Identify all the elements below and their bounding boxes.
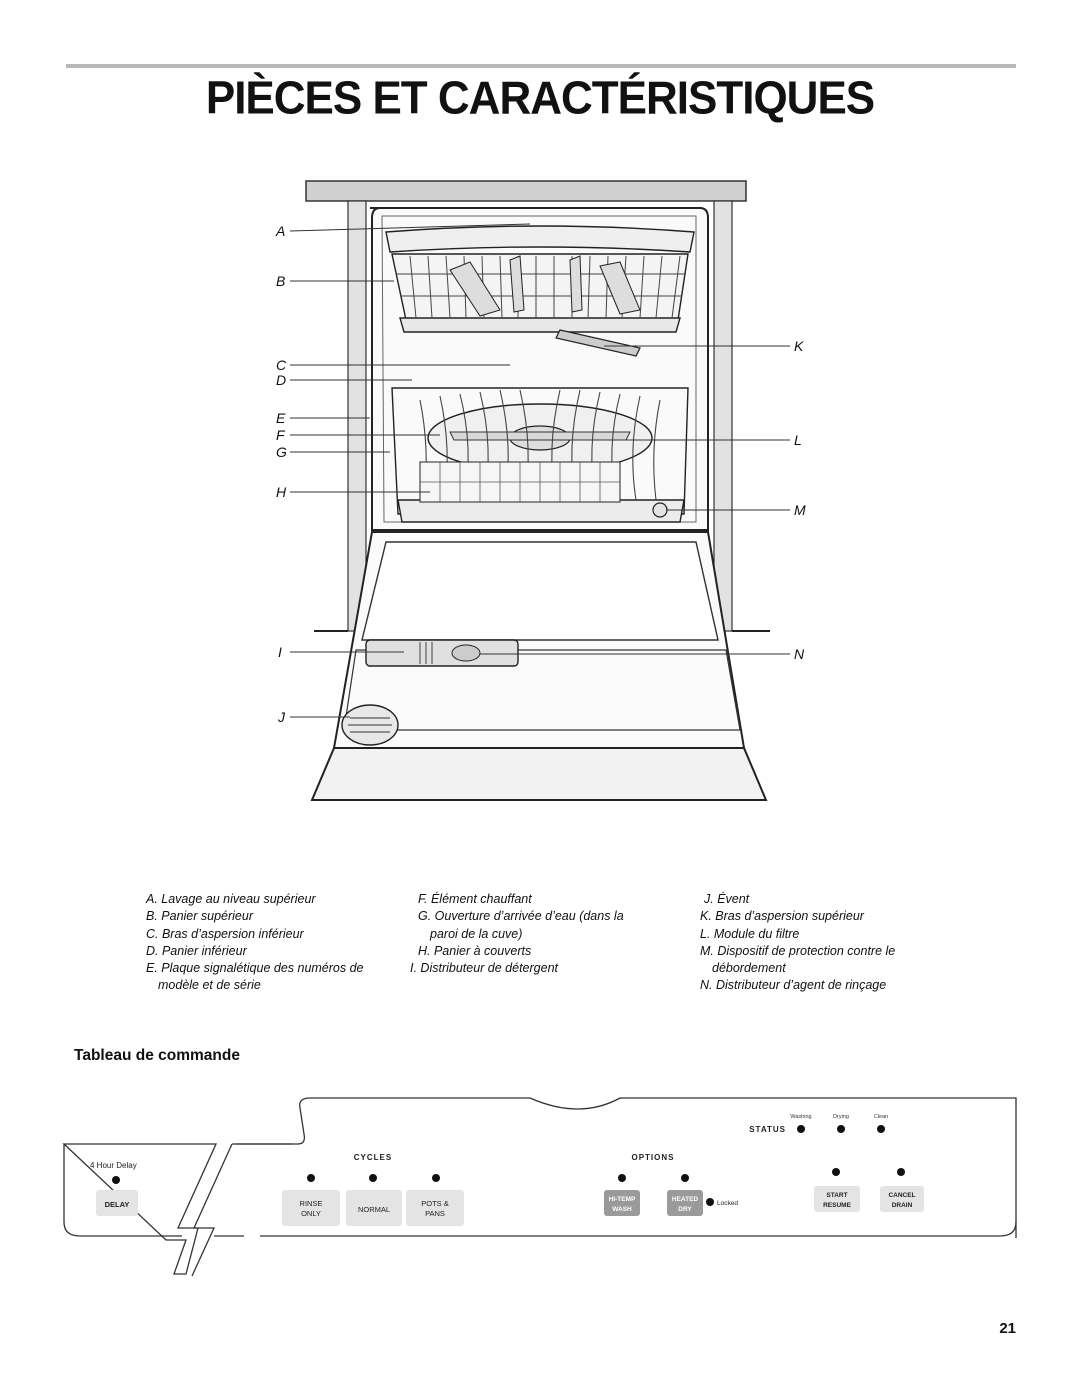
pots-indicator bbox=[432, 1174, 440, 1182]
status-washing-light bbox=[797, 1125, 805, 1133]
legend-item-c: C. Bras d’aspersion inférieur bbox=[146, 926, 304, 941]
page-title: PIÈCES ET CARACTÉRISTIQUES bbox=[205, 72, 875, 125]
hi-temp-wash-button[interactable] bbox=[604, 1190, 640, 1216]
callout-m: M bbox=[794, 502, 806, 518]
normal-indicator bbox=[369, 1174, 377, 1182]
cycles-heading: CYCLES bbox=[354, 1153, 392, 1162]
pots-pans-button[interactable] bbox=[406, 1190, 464, 1226]
locked-label: Locked bbox=[717, 1200, 738, 1207]
legend-item-n: N. Distributeur d’agent de rinçage bbox=[700, 978, 887, 993]
dishwasher-diagram: A B C D E F G H I J K L M N bbox=[275, 180, 806, 801]
legend-item-i: I. Distributeur de détergent bbox=[410, 961, 558, 976]
legend-item-m: M. Dispositif de protection contre le dé… bbox=[700, 943, 896, 976]
rinse-only-button[interactable] bbox=[282, 1190, 340, 1226]
callout-j: J bbox=[277, 709, 286, 725]
legend-item-f: F. Élément chauffant bbox=[418, 892, 532, 906]
start-label-2: RESUME bbox=[823, 1202, 851, 1209]
delay-button-label: DELAY bbox=[105, 1200, 130, 1209]
cancel-indicator bbox=[897, 1168, 905, 1176]
legend-col-1: A. Lavage au niveau supérieur B. Panier … bbox=[146, 891, 386, 995]
options-heading: OPTIONS bbox=[631, 1153, 674, 1162]
rinse-label-1: RINSE bbox=[300, 1199, 323, 1208]
callout-g: G bbox=[276, 444, 287, 460]
legend-item-l: L. Module du filtre bbox=[700, 926, 800, 941]
legend-item-g: G. Ouverture d’arrivée d’eau (dans la pa… bbox=[418, 909, 624, 941]
callout-a: A bbox=[275, 223, 285, 239]
normal-button[interactable] bbox=[346, 1190, 402, 1226]
control-panel-illustration: 4 Hour Delay DELAY CYCLES RINSE ONLY NOR… bbox=[62, 1097, 1017, 1277]
callout-k: K bbox=[794, 338, 804, 354]
heated-indicator bbox=[681, 1174, 689, 1182]
section-title: Tableau de commande bbox=[74, 1047, 240, 1064]
legend-col-3: J. Évent K. Bras d’aspersion supérieur L… bbox=[700, 891, 930, 995]
callout-n: N bbox=[794, 646, 805, 662]
status-clean-light bbox=[877, 1125, 885, 1133]
heated-label-2: DRY bbox=[678, 1206, 692, 1213]
start-indicator bbox=[832, 1168, 840, 1176]
status-washing-label: Washing bbox=[790, 1114, 811, 1120]
cancel-label-1: CANCEL bbox=[888, 1192, 915, 1199]
rinse-indicator bbox=[307, 1174, 315, 1182]
callout-c: C bbox=[276, 357, 287, 373]
hitemp-label-2: WASH bbox=[612, 1206, 632, 1213]
pots-label-1: POTS & bbox=[421, 1199, 449, 1208]
rinse-label-2: ONLY bbox=[301, 1209, 321, 1218]
legend-item-d: D. Panier inférieur bbox=[146, 943, 247, 958]
legend-item-j: J. Évent bbox=[704, 892, 750, 906]
start-resume-button[interactable] bbox=[814, 1186, 860, 1212]
hitemp-label-1: HI-TEMP bbox=[609, 1196, 636, 1203]
legend-item-k: K. Bras d’aspersion supérieur bbox=[700, 909, 864, 924]
callout-b: B bbox=[276, 273, 285, 289]
heated-dry-button[interactable] bbox=[667, 1190, 703, 1216]
callout-e: E bbox=[276, 410, 286, 426]
hitemp-indicator bbox=[618, 1174, 626, 1182]
status-drying-light bbox=[837, 1125, 845, 1133]
delay-indicator bbox=[112, 1176, 120, 1184]
callout-f: F bbox=[276, 427, 286, 443]
start-label-1: START bbox=[826, 1192, 847, 1199]
status-heading: STATUS bbox=[749, 1125, 786, 1134]
callout-i: I bbox=[278, 644, 282, 660]
callout-l: L bbox=[794, 432, 802, 448]
delay-button[interactable] bbox=[96, 1190, 138, 1216]
legend-col-2: F. Élément chauffant G. Ouverture d’arri… bbox=[410, 891, 638, 977]
status-clean-label: Clean bbox=[874, 1114, 888, 1120]
delay-caption: 4 Hour Delay bbox=[90, 1161, 137, 1170]
cancel-drain-button[interactable] bbox=[880, 1186, 924, 1212]
legend-item-b: B. Panier supérieur bbox=[146, 909, 254, 924]
heated-label-1: HEATED bbox=[672, 1196, 699, 1203]
pots-label-2: PANS bbox=[425, 1209, 445, 1218]
header-rule bbox=[66, 64, 1016, 68]
normal-label: NORMAL bbox=[358, 1205, 390, 1214]
locked-indicator bbox=[706, 1198, 714, 1206]
legend-item-e: E. Plaque signalétique des numéros de mo… bbox=[146, 961, 364, 993]
legend-item-a: A. Lavage au niveau supérieur bbox=[146, 892, 316, 906]
status-drying-label: Drying bbox=[833, 1114, 849, 1120]
callout-h: H bbox=[276, 484, 287, 500]
callout-d: D bbox=[276, 372, 286, 388]
cancel-label-2: DRAIN bbox=[892, 1202, 913, 1209]
page-number: 21 bbox=[999, 1320, 1016, 1337]
legend-item-h: H. Panier à couverts bbox=[418, 943, 532, 958]
